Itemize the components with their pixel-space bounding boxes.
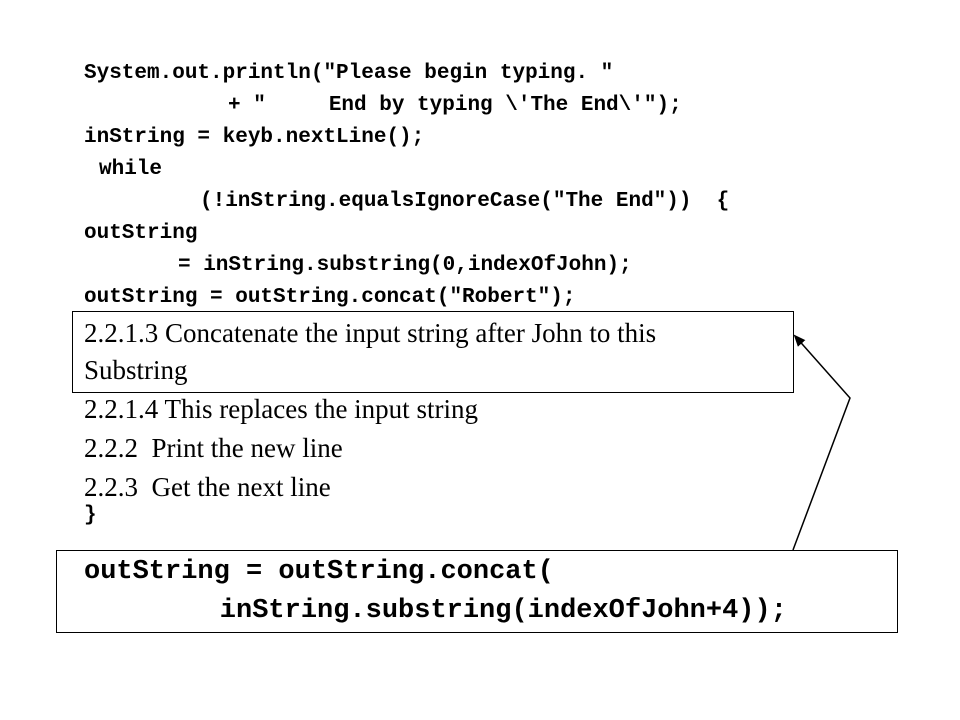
code-line-substring: = inString.substring(0,indexOfJohn); (178, 254, 632, 277)
code-line-while-condition: (!inString.equalsIgnoreCase("The End")) … (200, 190, 730, 213)
step-2214-text: 2.2.1.4 This replaces the input string (84, 394, 478, 424)
step-2213-text-continued: Substring (84, 355, 188, 385)
code-line-concat-robert: outString = outString.concat("Robert"); (84, 286, 576, 309)
arrow-line (792, 334, 851, 551)
replacement-code-box (56, 550, 898, 633)
closing-brace: } (84, 504, 97, 527)
replacement-code-line-1: outString = outString.concat( (84, 557, 554, 587)
code-line-println: System.out.println("Please begin typing.… (84, 62, 614, 85)
step-222-text: 2.2.2 Print the new line (84, 433, 343, 463)
code-line-concat-end-message: + " End by typing \'The End\'"); (228, 94, 682, 117)
step-2213-text: 2.2.1.3 Concatenate the input string aft… (84, 318, 657, 348)
code-line-read-input: inString = keyb.nextLine(); (84, 126, 425, 149)
code-line-outstring: outString (84, 222, 198, 245)
replacement-code-line-2: inString.substring(indexOfJohn+4)); (155, 596, 787, 626)
code-line-while: while (99, 158, 163, 181)
step-223-text: 2.2.3 Get the next line (84, 472, 331, 502)
